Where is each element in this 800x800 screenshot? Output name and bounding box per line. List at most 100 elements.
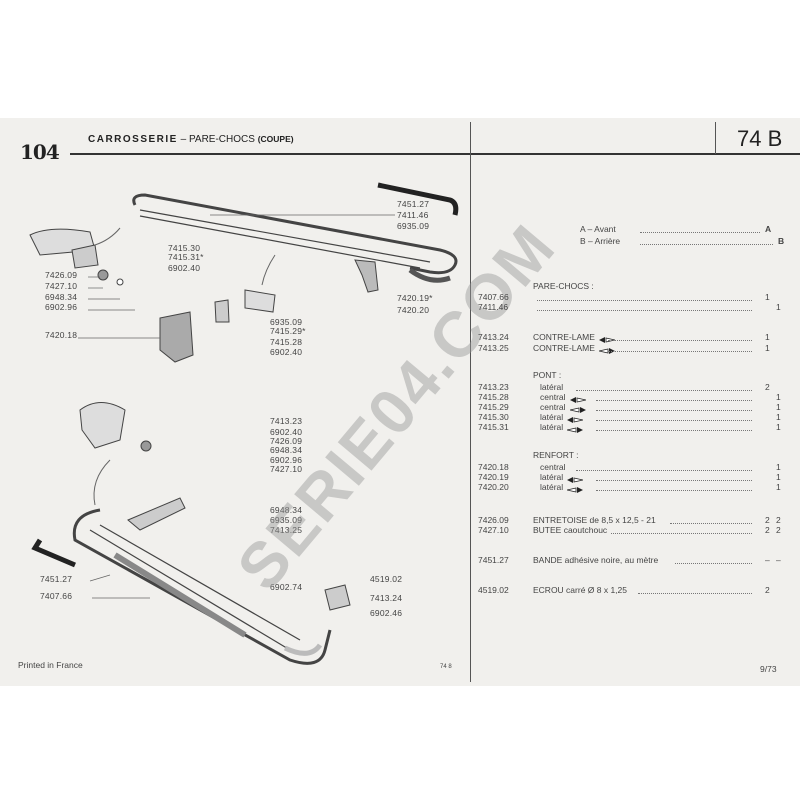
callout-label: 7427.10 [270, 464, 303, 474]
callout-label: 6902.40 [270, 427, 303, 437]
qty-rear: 1 [776, 412, 781, 422]
pont-central [244, 289, 276, 313]
butee-front [140, 440, 152, 452]
legend-text: B – Arrière [580, 236, 621, 246]
header-rule [70, 153, 800, 155]
part-desc: ECROU carré Ø 8 x 1,25 [533, 585, 627, 595]
part-code: 7415.28 [478, 392, 509, 402]
right-side-arrow-icon [569, 405, 586, 413]
callout-label: 6948.34 [270, 445, 303, 455]
title-variant: (COUPE) [257, 134, 294, 144]
part-desc-text: ENTRETOISE de 8,5 x 12,5 - 21 [533, 515, 656, 525]
group-heading: RENFORT : [533, 450, 579, 460]
section-divider [715, 122, 716, 154]
qty-rear: 1 [776, 482, 781, 492]
part-desc-text: central [540, 392, 566, 402]
part-code: 7413.23 [478, 382, 509, 392]
callout-label: 6902.96 [45, 302, 78, 312]
group-heading: PONT : [533, 370, 562, 380]
part-code: 4519.02 [478, 585, 509, 595]
qty-front: 2 [765, 515, 770, 525]
qty-rear: 1 [776, 472, 781, 482]
page-code: 74 8 [440, 664, 452, 670]
part-desc-text: BANDE adhésive noire, au mètre [533, 555, 659, 565]
callout-label: 7407.66 [40, 591, 73, 601]
rear-bumper [132, 193, 458, 283]
part-desc-text: latéral [540, 422, 564, 432]
legend-text: A – Avant [580, 224, 616, 234]
legend-mark: B [778, 236, 785, 246]
qty-front: 2 [765, 585, 770, 595]
qty-front: 1 [765, 332, 770, 342]
part-desc: latéral [540, 382, 563, 392]
leader-lines [78, 214, 395, 599]
legend-mark: A [765, 224, 772, 234]
adhesive-strip-rear [377, 182, 459, 216]
leader-dots [670, 523, 752, 524]
callout-label: 7426.09 [270, 436, 303, 446]
adhesive-strip-front [31, 538, 76, 568]
print-date: 9/73 [760, 664, 777, 674]
leader-dots [596, 490, 752, 491]
renfort-central [159, 311, 194, 363]
title-dash: – [180, 134, 187, 145]
qty-rear: 1 [776, 392, 781, 402]
arrow-2 [261, 254, 276, 286]
leader-dots [638, 593, 752, 594]
front-bumper [72, 508, 332, 665]
arrow-3 [93, 459, 111, 506]
qty-rear: 1 [776, 402, 781, 412]
callout-label: 7413.24 [370, 593, 403, 603]
pont-lateral [71, 244, 99, 269]
callout-label: 6935.09 [397, 221, 430, 231]
callout-label: 7415.30 [168, 243, 201, 253]
callout-label: 7415.28 [270, 337, 303, 347]
bumper-diagram [29, 182, 459, 665]
scanned-sheet [0, 118, 800, 686]
part-desc-text: central [540, 462, 566, 472]
part-code: 7415.30 [478, 412, 509, 422]
leader-dots [610, 533, 752, 534]
leader-dots [576, 470, 752, 471]
part-desc-text: CONTRE-LAME [533, 343, 595, 353]
part-code: 7415.29 [478, 402, 509, 412]
butee [97, 269, 109, 281]
leader-dots [640, 244, 773, 245]
callout-label: 6902.40 [168, 263, 201, 273]
callout-label: 6948.34 [270, 505, 303, 515]
contre-lame [127, 497, 186, 531]
part-desc: BUTEE caoutchouc [533, 525, 607, 535]
callout-label: 6948.34 [45, 292, 78, 302]
callout-label: 7413.23 [270, 416, 303, 426]
callout-label: 7413.25 [270, 525, 303, 535]
part-desc: central [540, 402, 586, 413]
section-number: 74 B [737, 126, 783, 151]
part-desc: latéral [540, 482, 584, 493]
part-code: 7426.09 [478, 515, 509, 525]
callout-label: 7420.19* [397, 293, 433, 303]
arrow-1 [94, 227, 121, 246]
leader-dots [640, 232, 760, 233]
qty-front: 1 [765, 292, 770, 302]
left-side-arrow-icon [567, 475, 584, 483]
part-desc: latéral [540, 422, 584, 433]
part-code: 7415.31 [478, 422, 509, 432]
part-desc-text: central [540, 402, 566, 412]
part-desc: latéral [540, 472, 584, 483]
leader-dots [607, 351, 752, 352]
part-desc-text: latéral [540, 472, 564, 482]
part-code: 7420.19 [478, 472, 509, 482]
part-desc: BANDE adhésive noire, au mètre [533, 555, 658, 565]
part-desc-text: latéral [540, 382, 564, 392]
leader-dots [537, 310, 752, 311]
callout-label: 7415.31* [168, 252, 204, 262]
leader-dots [537, 300, 752, 301]
part-desc-text: ECROU carré Ø 8 x 1,25 [533, 585, 628, 595]
callout-label: 6902.96 [270, 455, 303, 465]
column-divider [470, 122, 471, 682]
qty-front: 2 [765, 382, 770, 392]
bracket-small [214, 299, 230, 323]
callout-label: 7420.18 [45, 330, 78, 340]
qty-rear: 1 [776, 422, 781, 432]
